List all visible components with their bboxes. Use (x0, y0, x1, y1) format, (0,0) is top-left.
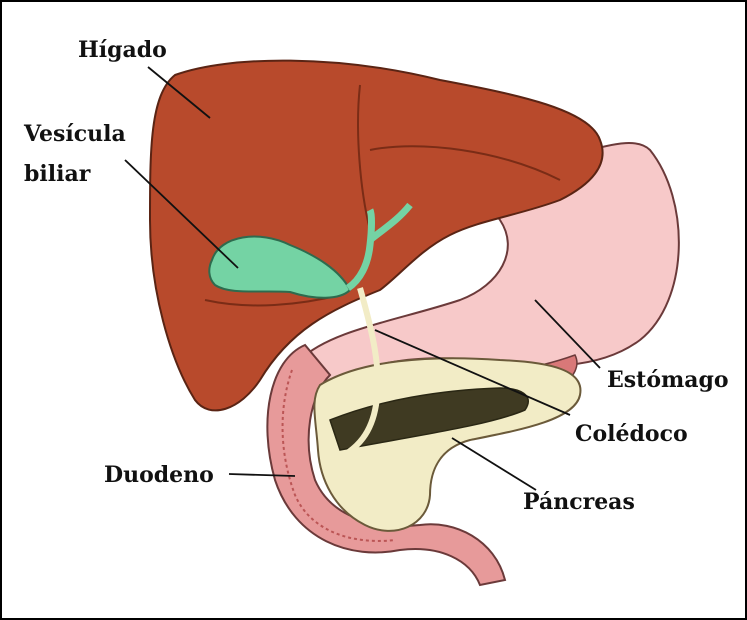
label-duodenum: Duodeno (104, 462, 214, 488)
label-pancreas: Páncreas (523, 489, 635, 515)
label-gallbladder-line2: biliar (24, 161, 91, 187)
label-gallbladder-line1: Vesícula (23, 121, 126, 147)
label-bile-duct: Colédoco (575, 421, 688, 447)
leader-line-pancreas (452, 438, 536, 490)
label-stomach: Estómago (607, 367, 729, 393)
label-liver: Hígado (78, 37, 167, 63)
